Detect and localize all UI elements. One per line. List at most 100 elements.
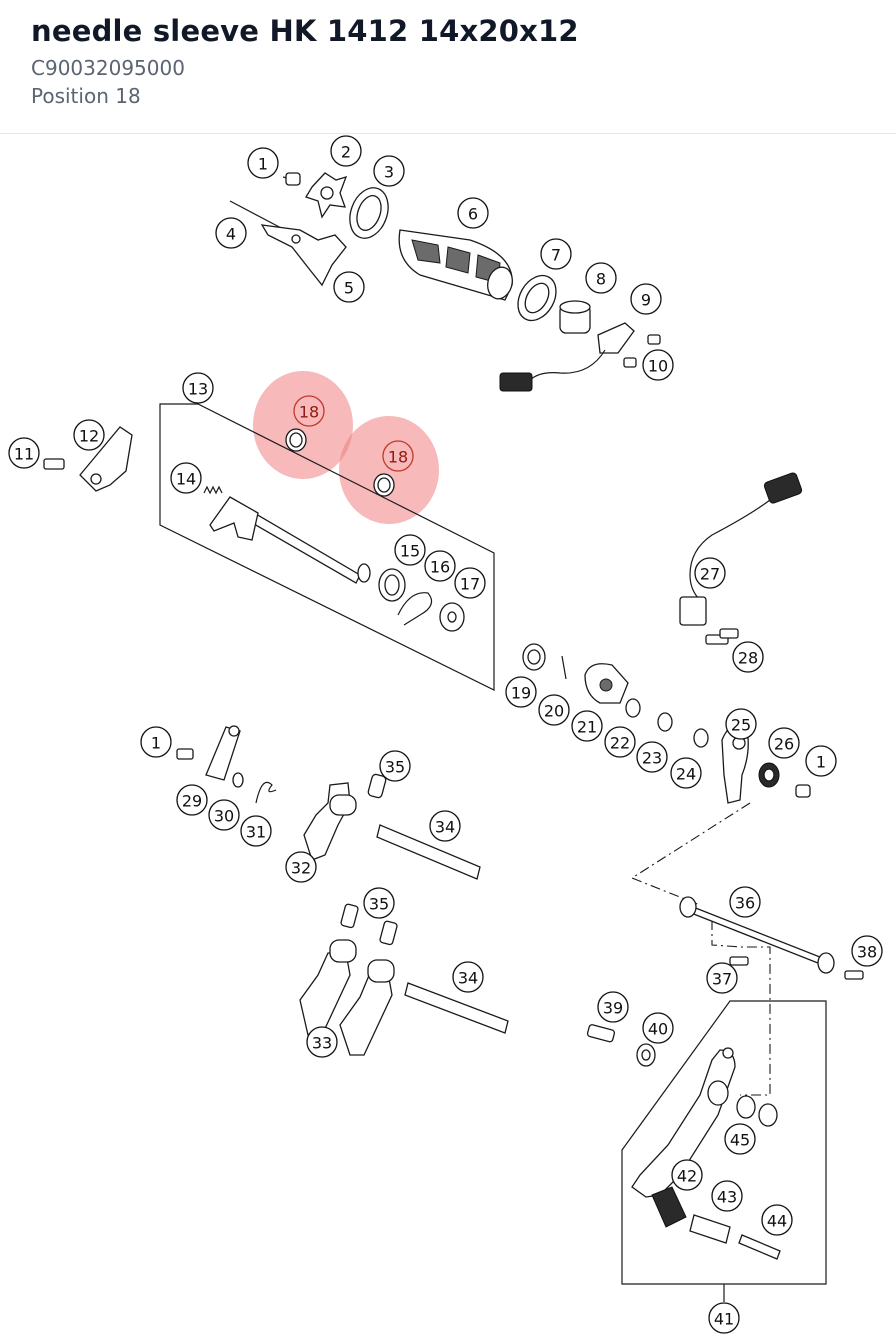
- callout-circle: [373, 155, 405, 187]
- callout-label: 30: [214, 807, 234, 826]
- callout-label: 29: [182, 792, 202, 811]
- callout-20[interactable]: 20: [538, 694, 570, 726]
- callout-33[interactable]: 33: [306, 1026, 338, 1058]
- callout-15[interactable]: 15: [394, 534, 426, 566]
- callout-circle: [725, 708, 757, 740]
- callout-label: 8: [596, 270, 606, 289]
- callout-circle: [642, 1012, 674, 1044]
- callout-7[interactable]: 7: [540, 238, 572, 270]
- callout-28[interactable]: 28: [732, 641, 764, 673]
- callout-4[interactable]: 4: [215, 217, 247, 249]
- callout-6[interactable]: 6: [457, 197, 489, 229]
- callout-circle: [671, 1159, 703, 1191]
- callout-45[interactable]: 45: [724, 1123, 756, 1155]
- callout-39[interactable]: 39: [597, 991, 629, 1023]
- callout-29[interactable]: 29: [176, 784, 208, 816]
- callout-25[interactable]: 25: [725, 708, 757, 740]
- callout-27[interactable]: 27: [694, 557, 726, 589]
- callout-22[interactable]: 22: [604, 726, 636, 758]
- callout-1[interactable]: 1: [140, 726, 172, 758]
- callout-label: 40: [648, 1020, 668, 1039]
- callout-circle: [505, 676, 537, 708]
- callout-circle: [140, 726, 172, 758]
- callout-circle: [597, 991, 629, 1023]
- callout-26[interactable]: 26: [768, 727, 800, 759]
- callout-circle: [379, 750, 411, 782]
- callout-5[interactable]: 5: [333, 271, 365, 303]
- callout-43[interactable]: 43: [711, 1180, 743, 1212]
- callout-19[interactable]: 19: [505, 676, 537, 708]
- callout-circle: [724, 1123, 756, 1155]
- callout-circle: [363, 887, 395, 919]
- callout-circle: [729, 886, 761, 918]
- callout-2[interactable]: 2: [330, 135, 362, 167]
- callout-17[interactable]: 17: [454, 567, 486, 599]
- callout-12[interactable]: 12: [73, 419, 105, 451]
- callout-8[interactable]: 8: [585, 262, 617, 294]
- callout-23[interactable]: 23: [636, 741, 668, 773]
- callout-35[interactable]: 35: [379, 750, 411, 782]
- callout-31[interactable]: 31: [240, 815, 272, 847]
- callout-41[interactable]: 41: [708, 1302, 740, 1334]
- callout-3[interactable]: 3: [373, 155, 405, 187]
- position-label: Position 18: [31, 84, 141, 108]
- callout-circle: [768, 727, 800, 759]
- callout-30[interactable]: 30: [208, 799, 240, 831]
- callout-label: 35: [385, 758, 405, 777]
- callout-40[interactable]: 40: [642, 1012, 674, 1044]
- callout-44[interactable]: 44: [761, 1204, 793, 1236]
- callout-1[interactable]: 1: [247, 147, 279, 179]
- callout-circle: [706, 962, 738, 994]
- callout-14[interactable]: 14: [170, 462, 202, 494]
- callout-label: 41: [714, 1310, 734, 1329]
- callout-circle: [604, 726, 636, 758]
- callout-label: 28: [738, 649, 758, 668]
- callout-label: 15: [400, 542, 420, 561]
- callout-9[interactable]: 9: [630, 283, 662, 315]
- callout-circle: [708, 1302, 740, 1334]
- callout-label: 20: [544, 702, 564, 721]
- callout-34[interactable]: 34: [452, 961, 484, 993]
- callout-label: 38: [857, 943, 877, 962]
- callout-label: 33: [312, 1034, 332, 1053]
- callout-circle: [454, 567, 486, 599]
- callout-36[interactable]: 36: [729, 886, 761, 918]
- callout-24[interactable]: 24: [670, 757, 702, 789]
- callout-label: 35: [369, 895, 389, 914]
- callout-label: 2: [341, 143, 351, 162]
- callout-circle: [452, 961, 484, 993]
- callout-42[interactable]: 42: [671, 1159, 703, 1191]
- highlight-glow: [339, 416, 439, 524]
- callout-circle: [394, 534, 426, 566]
- callout-10[interactable]: 10: [642, 349, 674, 381]
- callout-38[interactable]: 38: [851, 935, 883, 967]
- callout-circle: [424, 550, 456, 582]
- callout-label: 21: [577, 718, 597, 737]
- callout-label: 22: [610, 734, 630, 753]
- sensor-group: [679, 472, 803, 645]
- callout-32[interactable]: 32: [285, 851, 317, 883]
- callout-circle: [694, 557, 726, 589]
- callout-18-highlighted[interactable]: 18: [293, 395, 325, 427]
- callout-16[interactable]: 16: [424, 550, 456, 582]
- callout-1[interactable]: 1: [805, 745, 837, 777]
- part-number: C90032095000: [31, 56, 185, 80]
- callout-label: 26: [774, 735, 794, 754]
- callout-35[interactable]: 35: [363, 887, 395, 919]
- callout-label: 43: [717, 1188, 737, 1207]
- callout-label: 18: [388, 448, 408, 467]
- callout-label: 31: [246, 823, 266, 842]
- callout-label: 13: [188, 380, 208, 399]
- callout-13[interactable]: 13: [182, 372, 214, 404]
- shift-fork-group: [176, 725, 509, 1056]
- callout-label: 12: [79, 427, 99, 446]
- callout-label: 16: [430, 558, 450, 577]
- callout-label: 42: [677, 1167, 697, 1186]
- callout-34[interactable]: 34: [429, 810, 461, 842]
- callout-circle: [457, 197, 489, 229]
- callout-18-highlighted[interactable]: 18: [382, 440, 414, 472]
- callout-label: 11: [14, 445, 34, 464]
- callout-21[interactable]: 21: [571, 710, 603, 742]
- callout-11[interactable]: 11: [8, 437, 40, 469]
- callout-37[interactable]: 37: [706, 962, 738, 994]
